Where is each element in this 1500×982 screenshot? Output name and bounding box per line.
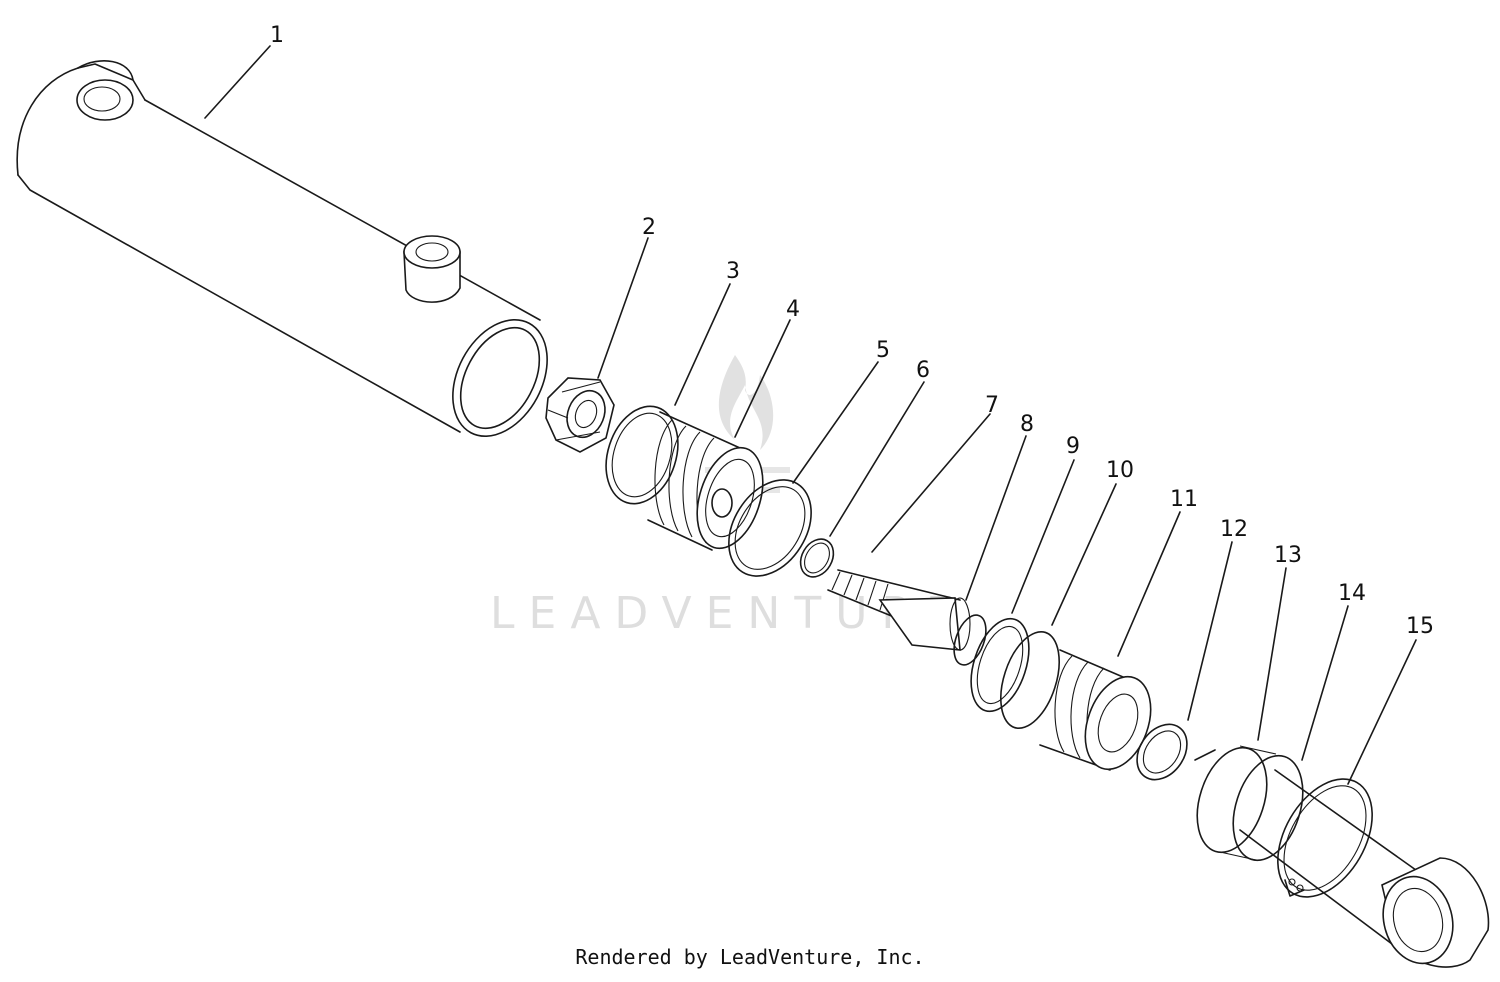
- part-10-ring: [1000, 630, 1060, 730]
- callout-5: 5: [876, 338, 890, 363]
- part-1-barrel: [16, 60, 548, 437]
- callout-11: 11: [1170, 487, 1198, 512]
- callout-12: 12: [1220, 517, 1248, 542]
- part-12-seal: [1136, 723, 1188, 781]
- footer-credit: Rendered by LeadVenture, Inc.: [575, 945, 925, 969]
- callout-7: 7: [985, 393, 999, 418]
- callout-6: 6: [916, 358, 930, 383]
- callout-2: 2: [642, 215, 656, 240]
- callout-3: 3: [726, 259, 740, 284]
- callout-8: 8: [1020, 412, 1034, 437]
- leader-lines: [204, 45, 1417, 785]
- callout-4: 4: [786, 297, 800, 322]
- watermark: LEADVENTURE: [490, 355, 968, 639]
- part-15-rod-clevis: [1239, 769, 1490, 968]
- callout-1: 1: [270, 23, 284, 48]
- part-5-seal: [728, 479, 812, 577]
- part-11-piston: [1039, 649, 1152, 771]
- part-6-o-ring: [799, 538, 835, 578]
- part-9-wiper: [970, 617, 1030, 713]
- callout-15: 15: [1406, 614, 1434, 639]
- callout-14: 14: [1338, 581, 1366, 606]
- callout-13: 13: [1274, 543, 1302, 568]
- callout-labels: 1 2 3 4 5 6 7 8 9 10 11 12 13 14 15: [270, 23, 1434, 639]
- part-7-shaft: [827, 569, 971, 651]
- part-8-ring: [953, 614, 987, 666]
- callout-10: 10: [1106, 458, 1134, 483]
- part-2-nut: [545, 377, 615, 453]
- part-3-ring: [605, 405, 679, 505]
- callout-9: 9: [1066, 434, 1080, 459]
- watermark-text: LEADVENTURE: [490, 588, 968, 639]
- part-4-gland: [647, 411, 764, 551]
- part-13-gland: [1194, 745, 1304, 862]
- part-14-retaining-ring: [1277, 778, 1373, 898]
